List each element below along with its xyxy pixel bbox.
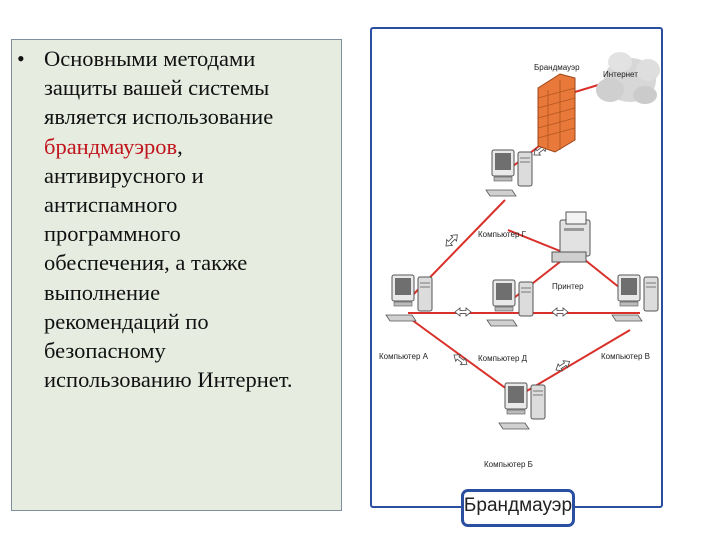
computer-g-label: Компьютер Г [478, 230, 526, 239]
computer-v-label: Компьютер В [601, 352, 650, 361]
body-text-part-2: , антивирусного и антиспамного программн… [44, 133, 293, 393]
computer-a-label: Компьютер А [379, 352, 428, 361]
caption-box [461, 489, 575, 527]
arrow-icon [454, 307, 472, 317]
link-b-v [519, 329, 631, 396]
computer-b-label: Компьютер Б [484, 460, 533, 469]
firewall-label: Брандмауэр [534, 63, 580, 72]
body-text-part-1: Основными методами защиты вашей системы … [44, 46, 274, 130]
computer-d-icon [486, 279, 534, 327]
printer-label: Принтер [552, 282, 584, 291]
computer-v-icon [611, 274, 659, 322]
caption-text: Брандмауэр [463, 495, 573, 516]
internet-label: Интернет [603, 70, 638, 79]
highlight-term: брандмауэров [44, 133, 178, 159]
arrow-icon [551, 307, 569, 317]
bullet-marker: • [17, 46, 25, 71]
body-text: Основными методами защиты вашей системы … [44, 44, 336, 394]
computer-d-label: Компьютер Д [478, 354, 528, 363]
printer-icon [551, 211, 591, 263]
computer-g-icon [485, 149, 533, 197]
computer-a-icon [385, 274, 433, 322]
cloud-icon [596, 52, 660, 104]
firewall-icon [537, 73, 576, 153]
computer-b-icon [498, 382, 546, 430]
text-panel [11, 39, 342, 511]
link-a-b [411, 319, 516, 396]
arrow-icon [442, 231, 461, 250]
